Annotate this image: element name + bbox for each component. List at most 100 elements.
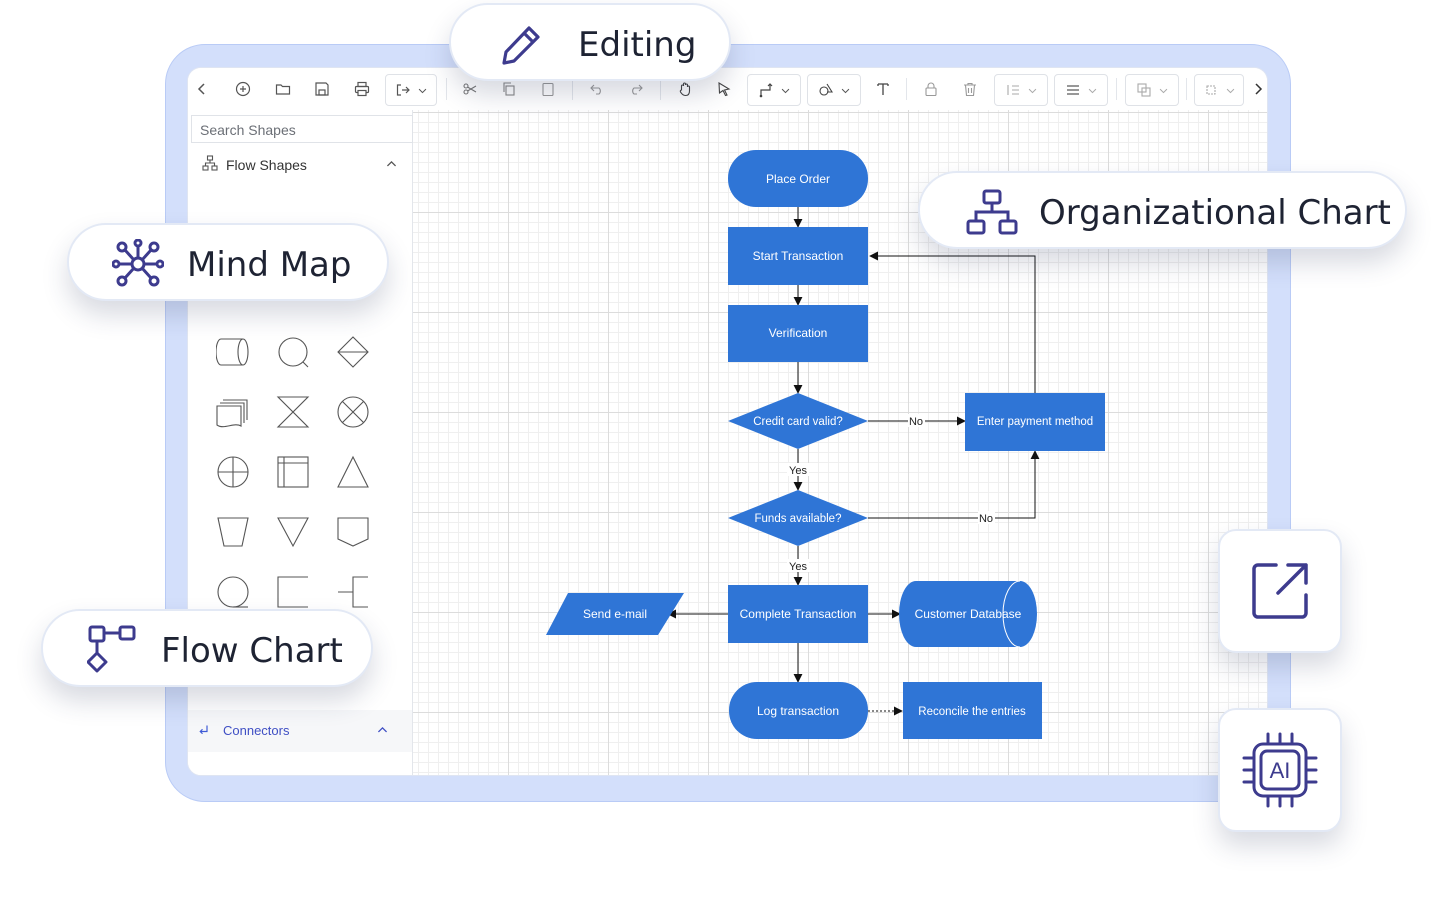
chevron-down-icon	[1159, 88, 1167, 93]
node-start-transaction[interactable]: Start Transaction	[728, 227, 868, 285]
organizational-chart-label: Organizational Chart	[1039, 193, 1391, 233]
order-icon	[1006, 85, 1019, 95]
node-send-email[interactable]: Send e-mail	[546, 593, 684, 635]
merge-shape[interactable]	[276, 515, 310, 549]
group-icon	[1136, 83, 1151, 97]
toolbar	[188, 68, 1267, 111]
annotation-shape[interactable]	[276, 575, 310, 609]
svg-text:Enter payment method: Enter payment method	[977, 416, 1093, 428]
node-complete-transaction[interactable]: Complete Transaction	[728, 585, 868, 643]
align-dropdown[interactable]	[1054, 74, 1108, 106]
svg-text:Log transaction: Log transaction	[757, 704, 839, 718]
copy-icon[interactable]	[496, 74, 522, 104]
node-reconcile-entries[interactable]: Reconcile the entries	[903, 682, 1042, 739]
node-customer-database[interactable]: Customer Database	[899, 580, 1037, 648]
distribute-dropdown[interactable]	[1194, 74, 1244, 106]
svg-text:Credit card valid?: Credit card valid?	[753, 416, 842, 428]
organizational-chart-badge[interactable]: Organizational Chart	[918, 171, 1407, 249]
align-icon	[1066, 85, 1079, 95]
shapes-dropdown[interactable]	[807, 74, 861, 106]
svg-text:Reconcile the entries: Reconcile the entries	[918, 706, 1026, 718]
redo-icon[interactable]	[623, 74, 649, 104]
select-pointer-icon[interactable]	[711, 74, 737, 104]
multi-document-shape[interactable]	[216, 395, 250, 429]
edge-funds-no	[868, 450, 1040, 519]
node-credit-card-valid[interactable]: Credit card valid?	[728, 393, 868, 449]
svg-text:Send e-mail: Send e-mail	[583, 607, 647, 621]
external-link-icon	[1252, 563, 1308, 619]
svg-text:Funds available?: Funds available?	[755, 513, 842, 525]
sequential-data-shape[interactable]	[216, 575, 250, 609]
export-tile[interactable]	[1218, 529, 1342, 653]
print-icon[interactable]	[349, 74, 375, 104]
ai-tile[interactable]: AI	[1218, 708, 1342, 832]
pan-hand-icon[interactable]	[672, 74, 698, 104]
export-icon	[396, 84, 410, 96]
or-shape[interactable]	[216, 455, 250, 489]
delete-icon[interactable]	[957, 74, 983, 104]
connectors-header[interactable]: Connectors	[188, 710, 412, 752]
flowchart: No No Yes Yes Place Order Start Transact…	[546, 150, 1105, 739]
shapes-icon	[818, 83, 833, 96]
edge-label-no: No	[909, 416, 923, 428]
order-dropdown[interactable]	[994, 74, 1048, 106]
mind-map-label: Mind Map	[187, 245, 352, 285]
cut-icon[interactable]	[457, 74, 483, 104]
new-diagram-icon[interactable]	[230, 74, 256, 104]
node-enter-payment-method[interactable]: Enter payment method	[965, 393, 1105, 451]
editing-badge[interactable]: Editing	[449, 3, 731, 81]
flow-shapes-title: Flow Shapes	[226, 157, 307, 173]
node-log-transaction[interactable]: Log transaction	[729, 682, 868, 739]
hierarchy-icon	[202, 155, 218, 171]
manual-operation-shape[interactable]	[216, 515, 250, 549]
direct-data-shape[interactable]	[216, 335, 250, 369]
scroll-left-icon[interactable]	[192, 74, 212, 104]
flow-chart-label: Flow Chart	[161, 631, 343, 671]
chevron-down-icon	[841, 88, 849, 93]
connector-arrow-icon	[199, 725, 208, 735]
connector-icon	[759, 83, 772, 98]
pencil-icon	[502, 26, 540, 65]
sort-shape[interactable]	[336, 335, 370, 369]
svg-text:Start Transaction: Start Transaction	[753, 249, 844, 263]
summing-junction-shape[interactable]	[336, 395, 370, 429]
paste-icon[interactable]	[535, 74, 561, 104]
chevron-down-icon	[1028, 88, 1036, 93]
lock-icon[interactable]	[918, 74, 944, 104]
chevron-up-icon	[386, 160, 397, 167]
group-dropdown[interactable]	[1125, 74, 1179, 106]
scroll-right-icon[interactable]	[1248, 74, 1267, 104]
annotation-2-shape[interactable]	[336, 575, 370, 609]
org-chart-icon	[966, 189, 1018, 235]
connector-type-dropdown[interactable]	[747, 74, 801, 106]
svg-text:Complete Transaction: Complete Transaction	[740, 607, 857, 621]
mind-map-badge[interactable]: Mind Map	[67, 223, 389, 301]
extract-shape[interactable]	[336, 455, 370, 489]
edge-label-yes: Yes	[789, 561, 807, 573]
node-verification[interactable]: Verification	[728, 305, 868, 362]
open-folder-icon[interactable]	[270, 74, 296, 104]
off-page-reference-shape[interactable]	[336, 515, 370, 549]
search-shapes-input[interactable]: Search Shapes	[191, 115, 413, 143]
edge-enter-payment-to-start	[869, 251, 1036, 393]
node-place-order[interactable]: Place Order	[728, 150, 868, 207]
collate-shape[interactable]	[276, 395, 310, 429]
flow-chart-icon	[87, 625, 136, 673]
svg-text:Place Order: Place Order	[766, 172, 830, 186]
chevron-down-icon	[1226, 88, 1234, 93]
chevron-down-icon	[418, 88, 426, 93]
save-icon[interactable]	[309, 74, 335, 104]
export-dropdown[interactable]	[385, 74, 437, 106]
distribute-icon	[1205, 85, 1216, 95]
internal-storage-shape[interactable]	[276, 455, 310, 489]
ai-label: AI	[1270, 758, 1291, 783]
ai-chip-icon: AI	[1242, 732, 1318, 808]
flow-chart-badge[interactable]: Flow Chart	[41, 609, 373, 687]
text-tool-icon[interactable]	[870, 74, 896, 104]
connectors-title: Connectors	[223, 723, 290, 738]
flow-shapes-header[interactable]: Flow Shapes	[188, 150, 412, 180]
circle-shape[interactable]	[276, 335, 310, 369]
node-funds-available[interactable]: Funds available?	[728, 490, 868, 546]
undo-icon[interactable]	[584, 74, 610, 104]
chevron-down-icon	[1088, 88, 1096, 93]
